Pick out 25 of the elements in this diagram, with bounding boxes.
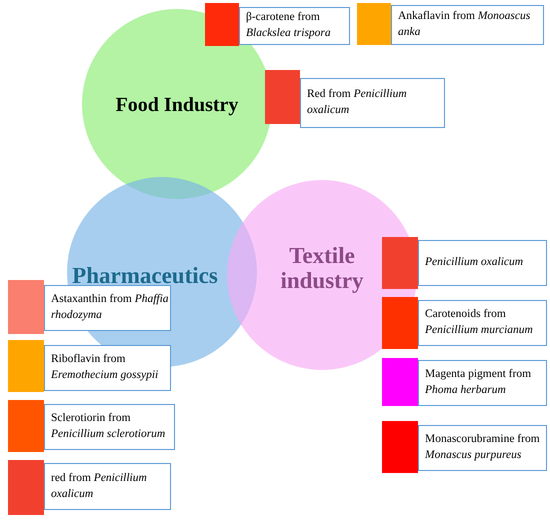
callout-text: Penicillium oxalicum xyxy=(425,255,524,270)
callout-text: Sclerotiorin from Penicillium sclerotiorum xyxy=(51,411,166,442)
callout-box xyxy=(418,425,547,471)
circle-label: Textile industry xyxy=(279,242,365,294)
callout-text: β-carotene from Blackslea trispora xyxy=(246,10,332,41)
callout-box xyxy=(300,78,445,128)
callout-text: red from Penicillium oxalicum xyxy=(51,470,148,502)
circle-label: Pharmaceutics xyxy=(71,262,219,288)
callout-box xyxy=(239,7,350,45)
callout-text: Riboflavin from Eremothecium gossypii xyxy=(51,352,160,383)
callout-text: Astaxanthin from Phaffia rhodozyma xyxy=(51,292,170,323)
callout-text: Red from Penicillium oxalicum xyxy=(307,87,408,118)
callout-box xyxy=(418,300,547,346)
callout-box xyxy=(418,360,547,406)
circle-label: Food Industry xyxy=(114,94,240,116)
callout-text: Ankaflavin from Monoascus anka xyxy=(398,9,532,40)
callout-box xyxy=(44,285,171,331)
callout-text: Magenta pigment from Phoma herbarum xyxy=(425,367,532,398)
callout-box xyxy=(44,463,171,510)
callout-box xyxy=(44,345,171,391)
callout-text: Carotenoids from Penicillium murcianum xyxy=(425,307,534,338)
callout-box xyxy=(418,240,547,286)
callout-text: Monascorubramine from Monascus purpureus xyxy=(425,432,541,463)
callout-box xyxy=(391,5,544,45)
callout-box xyxy=(44,404,175,450)
